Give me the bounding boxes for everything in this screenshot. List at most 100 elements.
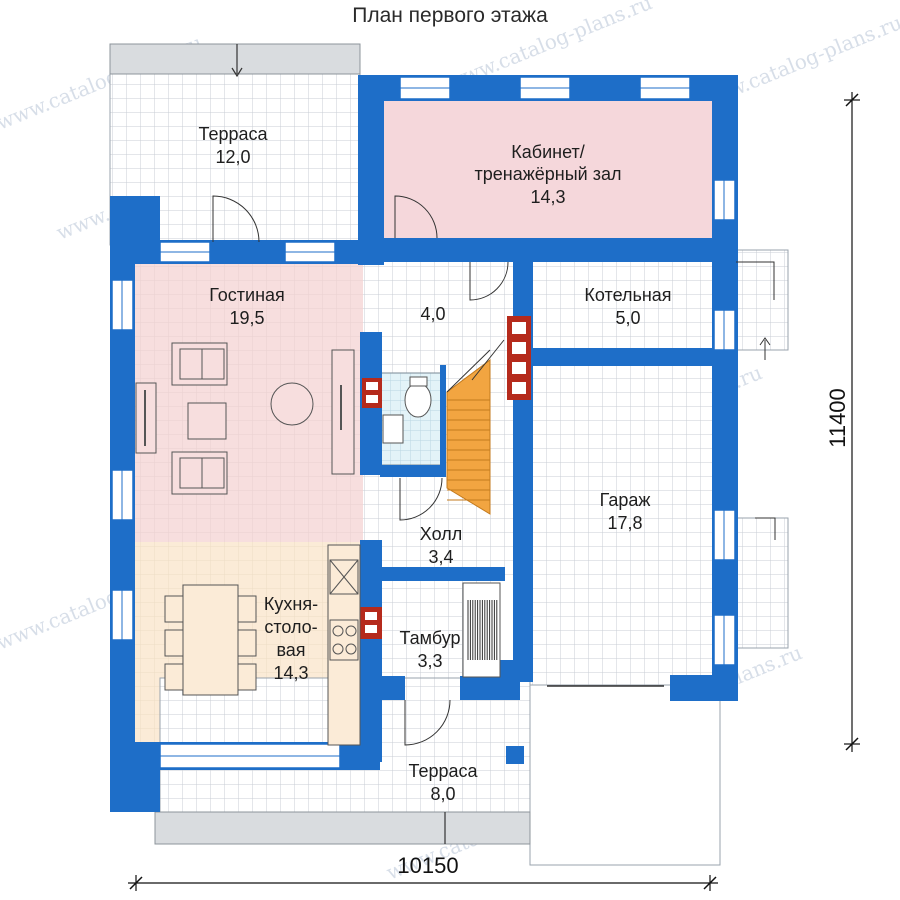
coffee-table <box>187 402 227 440</box>
wall-garage-bottom-right <box>670 675 738 701</box>
wall-corner-sw <box>110 770 160 812</box>
width-dimension: 10150 <box>397 853 458 878</box>
chimney-flue <box>366 382 378 390</box>
sofa-cushion <box>201 457 225 489</box>
study-name-line1: Кабинет/ <box>511 142 584 162</box>
terrace-top-edge <box>109 43 361 75</box>
living-name: Гостиная <box>209 285 285 305</box>
door-swing <box>736 261 775 300</box>
plan-title: План первого этажа <box>352 4 548 27</box>
chimney-flue <box>512 322 526 334</box>
toilet-tank <box>409 376 428 387</box>
wall-wc-bottom <box>380 465 445 477</box>
fridge-mark <box>329 559 359 595</box>
hall-area: 3,4 <box>428 547 453 567</box>
door-swing <box>212 195 260 243</box>
wall-study-bottom <box>380 238 736 262</box>
chair <box>237 629 257 657</box>
chimney-flue <box>512 362 526 374</box>
sofa-cushion <box>179 457 203 489</box>
staircase <box>446 359 491 515</box>
height-dimension: 11400 <box>825 388 850 448</box>
chimney-flue <box>512 382 526 394</box>
stair-rail <box>471 339 505 381</box>
kitchen-name-line2: столо- <box>264 617 317 637</box>
stair-rail <box>446 349 491 393</box>
round-table <box>270 382 314 426</box>
chimneys <box>360 316 531 639</box>
stair-steps <box>447 399 490 501</box>
study-floor <box>383 100 713 238</box>
wardrobe-frame <box>462 582 501 678</box>
garage-side-steps <box>735 517 789 649</box>
chair <box>237 663 257 691</box>
terrace-top-name: Терраса <box>198 124 268 144</box>
dining-table <box>182 584 239 696</box>
window-mullions <box>121 87 725 757</box>
kitchen-name-line3: вая <box>276 640 305 660</box>
wall-living-top <box>110 240 380 264</box>
boiler-porch <box>735 249 789 351</box>
garage-area: 17,8 <box>607 513 642 533</box>
garage-name: Гараж <box>600 490 651 510</box>
wardrobe <box>462 582 501 678</box>
wc-fixtures <box>382 376 432 444</box>
wall-kitchen-right <box>360 540 382 762</box>
hall-upper-area: 4,0 <box>420 304 445 324</box>
chimney-flue <box>365 612 377 620</box>
hall-upper-floor <box>363 262 513 342</box>
chair <box>164 629 184 657</box>
terrace-bottom-name: Терраса <box>408 761 478 781</box>
sofa-cushion <box>179 348 203 380</box>
garage-floor <box>530 365 715 685</box>
wall-outer-right <box>712 75 738 695</box>
study-name-line2: тренажёрный зал <box>475 164 622 184</box>
door-swing <box>404 699 451 746</box>
wall-vestibule-top <box>380 567 505 581</box>
wardrobe-hangers <box>467 600 498 660</box>
living-area: 19,5 <box>229 308 264 328</box>
terrace-bottom-area: 8,0 <box>430 784 455 804</box>
study-area: 14,3 <box>530 187 565 207</box>
kitchen-area: 14,3 <box>273 663 308 683</box>
wall-outer-left <box>110 240 135 812</box>
chair <box>164 663 184 691</box>
terrace-column <box>506 746 524 764</box>
door-swing <box>755 517 776 540</box>
driveway <box>529 684 721 866</box>
wall-vestibule-bottom-right <box>460 676 520 700</box>
living-floor <box>135 262 363 542</box>
terrace-bottom-edge <box>154 811 531 845</box>
door-swing <box>394 195 438 239</box>
vestibule-area: 3,3 <box>417 651 442 671</box>
wall-wc-right <box>440 365 446 477</box>
door-swing <box>399 477 443 521</box>
tv-cabinet <box>331 349 355 475</box>
chimney-flue <box>366 395 378 403</box>
living-furniture <box>135 342 355 495</box>
chimney-kitchen <box>360 607 382 639</box>
room-labels: Терраса 12,0 Кабинет/ тренажёрный зал 14… <box>198 124 671 804</box>
wall-vestibule-bottom-left <box>380 676 405 700</box>
chimney-flue <box>365 625 377 633</box>
hall-name: Холл <box>420 524 462 544</box>
sink <box>382 414 404 444</box>
toilet <box>404 382 432 418</box>
boiler-name: Котельная <box>584 285 671 305</box>
terrace-top-arrow-head <box>231 67 243 78</box>
porch-arrow-head <box>759 337 771 346</box>
chimney-flue <box>512 342 526 354</box>
boiler-area: 5,0 <box>615 308 640 328</box>
doors <box>212 195 776 746</box>
wall-corner-nw <box>110 196 160 240</box>
stove <box>329 619 359 661</box>
boiler-floor <box>530 262 714 350</box>
kitchen-name-line1: Кухня- <box>264 594 318 614</box>
stove-burners <box>332 625 357 655</box>
door-swing <box>469 261 509 301</box>
dimension-lines: 10150 11400 <box>128 92 860 891</box>
terrace-top-area: 12,0 <box>215 147 250 167</box>
sofa-cushion <box>201 348 225 380</box>
wall-boiler-bottom <box>513 348 738 366</box>
